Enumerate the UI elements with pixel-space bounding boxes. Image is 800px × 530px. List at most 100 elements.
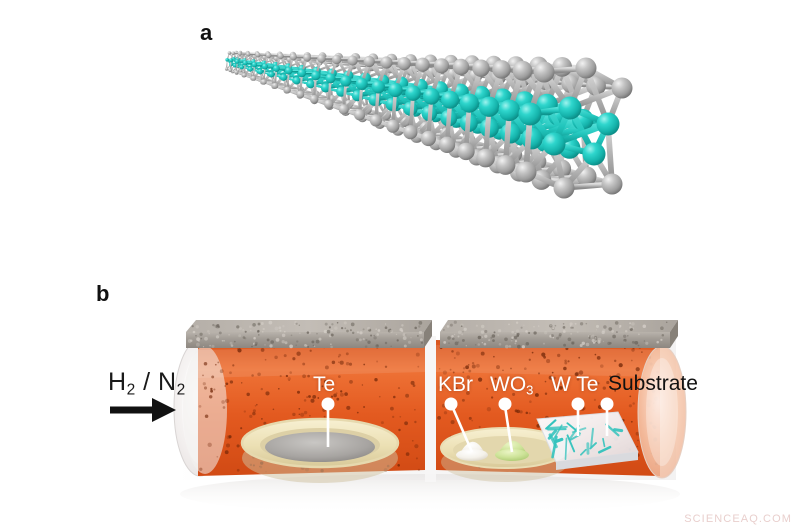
heater-block-grain <box>569 322 573 326</box>
atom-metal <box>558 96 582 120</box>
hot-zone-speckle <box>300 412 305 417</box>
heater-block-grain <box>350 322 355 327</box>
heater-block-grain <box>623 334 627 338</box>
heater-block-grain <box>230 344 234 347</box>
heater-block-grain <box>334 326 338 330</box>
hot-zone-speckle <box>512 392 516 396</box>
heater-block-grain <box>208 332 211 335</box>
hot-zone-speckle <box>363 363 366 366</box>
hot-zone-speckle <box>597 382 600 385</box>
hot-zone-speckle <box>292 357 296 361</box>
atom-chalcogen <box>255 52 261 58</box>
hot-zone-speckle <box>336 397 340 401</box>
hot-zone-speckle <box>609 375 612 378</box>
hot-zone-speckle <box>228 435 232 439</box>
hot-zone-speckle <box>199 467 203 471</box>
heater-block-grain <box>488 339 491 342</box>
heater-block-grain <box>521 345 526 349</box>
atom-metal <box>355 77 368 90</box>
heater-block-grain <box>579 344 583 347</box>
hot-zone-speckle <box>600 364 604 368</box>
hot-zone-speckle <box>478 425 481 429</box>
atom-metal <box>422 87 440 105</box>
hot-zone-speckle <box>559 386 563 390</box>
atom-metal <box>262 63 268 70</box>
wte-flake <box>613 428 624 433</box>
hot-zone-speckle <box>224 450 229 455</box>
heater-block-grain <box>215 324 220 329</box>
atom-chalcogen <box>347 55 358 66</box>
heater-block-grain <box>608 327 613 331</box>
atom-metal <box>225 58 229 62</box>
hot-zone-speckle <box>202 382 206 386</box>
atom-chalcogen <box>251 75 257 81</box>
hot-zone-speckle <box>543 355 546 359</box>
atom-chalcogen <box>228 68 232 73</box>
heater-block-grain <box>281 333 286 338</box>
heater-block-grain <box>414 326 417 330</box>
hot-zone-speckle <box>246 392 250 397</box>
hot-zone-speckle <box>466 375 471 379</box>
hot-zone-speckle <box>265 391 270 396</box>
heater-block-grain <box>452 337 455 341</box>
hot-zone-speckle <box>496 365 500 370</box>
heater-block-grain <box>595 329 598 331</box>
hot-zone-speckle <box>641 351 643 353</box>
hot-zone-speckle <box>451 350 454 353</box>
wte-flake <box>553 437 564 444</box>
hot-zone-speckle <box>261 418 263 420</box>
hot-zone-speckle <box>277 387 280 390</box>
heater-block-grain <box>461 338 465 342</box>
heater-block-grain <box>491 334 496 338</box>
heater-block-grain <box>362 338 365 341</box>
hot-zone-speckle <box>490 396 494 399</box>
hot-zone-speckle <box>486 387 489 390</box>
heater-block-grain <box>592 341 596 344</box>
heater-block-grain <box>206 329 210 333</box>
hot-zone-speckle <box>296 390 301 394</box>
heater-block-grain <box>269 344 273 348</box>
heater-block-grain <box>370 334 373 337</box>
heater-block-grain <box>324 322 328 326</box>
atom-metal <box>478 96 500 117</box>
heater-block-grain <box>389 329 393 334</box>
hot-zone-speckle <box>345 361 350 366</box>
heater-block-grain <box>395 333 398 336</box>
heater-block-grain <box>475 324 478 327</box>
atom-chalcogen <box>231 51 235 56</box>
heater-block-grain <box>623 338 627 342</box>
hot-zone-speckle <box>546 359 551 364</box>
hot-zone-speckle <box>257 372 261 377</box>
heater-block-grain <box>567 337 572 342</box>
atom-chalcogen <box>224 67 229 71</box>
heater-block-grain <box>549 324 552 327</box>
hot-zone-speckle <box>255 403 258 406</box>
heater-block-grain <box>511 336 514 339</box>
atom-chalcogen <box>386 119 400 133</box>
hot-zone-speckle <box>449 368 452 371</box>
heater-block-grain <box>346 329 349 333</box>
heater-block-grain <box>289 344 293 349</box>
hot-zone-speckle <box>516 409 520 414</box>
hot-zone-speckle <box>317 397 320 399</box>
heater-block-grain <box>525 342 530 346</box>
hot-zone-speckle <box>635 431 640 436</box>
heater-block-grain <box>603 325 607 329</box>
heater-block-grain <box>629 327 633 331</box>
hot-zone-speckle <box>635 367 640 372</box>
heater-block-grain <box>517 344 521 349</box>
atom-metal <box>280 74 287 81</box>
atom-chalcogen <box>283 86 291 94</box>
heater-block-grain <box>525 330 528 333</box>
atom-chalcogen <box>363 55 375 68</box>
atom-metal <box>325 73 336 84</box>
atom-chalcogen <box>242 73 247 78</box>
growth-substrate <box>536 411 639 470</box>
hot-zone-speckle <box>344 392 348 396</box>
heater-block-grain <box>311 340 315 344</box>
hot-zone-speckle <box>260 348 265 352</box>
atom-chalcogen <box>575 57 597 79</box>
hot-zone-speckle <box>240 427 243 430</box>
hot-zone-speckle <box>213 388 216 391</box>
